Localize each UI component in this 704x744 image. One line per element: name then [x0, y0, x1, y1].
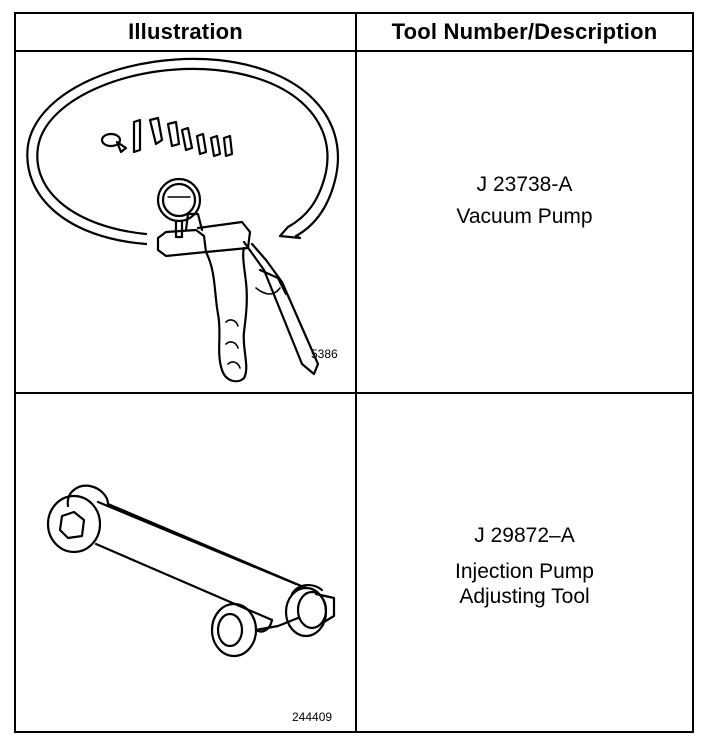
adjusting-tool-drawing-icon [46, 484, 336, 658]
row-divider [16, 392, 692, 394]
header-illustration: Illustration [128, 19, 243, 44]
tool-description-line: Injection Pump [455, 560, 594, 583]
vacuum-pump-drawing-icon [26, 57, 339, 383]
figure-number: 244409 [292, 710, 333, 724]
tool-number: J 23738-A [476, 173, 573, 196]
figure-number: 5386 [311, 347, 338, 361]
header-tool-description: Tool Number/Description [391, 19, 658, 44]
tool-description-line: Vacuum Pump [456, 205, 593, 228]
header-divider [16, 50, 692, 52]
tool-table: Illustration Tool Number/Description [14, 12, 694, 733]
tool-description-line: Adjusting Tool [459, 585, 590, 608]
tool-number: J 29872–A [474, 524, 575, 547]
column-divider [355, 14, 357, 731]
